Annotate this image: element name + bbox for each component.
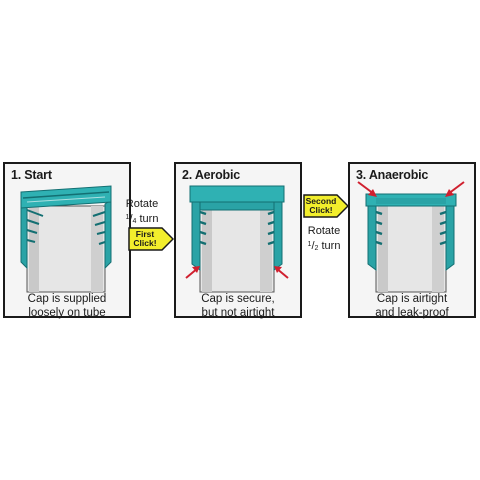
red-arrow-icon [357, 181, 377, 197]
first-click-arrow: First Click! [128, 226, 174, 252]
panel-anaerobic: 3. Anaerobic Cap is airtight and leak-pr… [348, 162, 476, 320]
arrow-right-icon [128, 227, 174, 251]
red-arrow-icon [274, 266, 289, 279]
panel-caption: Cap is supplied loosely on tube [5, 292, 129, 320]
arrow-right-icon [303, 194, 349, 218]
panel-caption: Cap is airtight and leak-proof [350, 292, 474, 320]
caption-line: Cap is secure, [201, 293, 275, 305]
tube-cap-anaerobic-illustration [357, 181, 465, 293]
rotate-instruction: Rotate 1/2 turn [307, 225, 341, 252]
red-arrow-icon [185, 266, 200, 279]
tube-cap-loose-illustration [20, 185, 112, 293]
red-arrow-icon [445, 181, 465, 197]
panel-title: 1. Start [11, 168, 52, 182]
second-click-arrow: Second Click! [303, 193, 349, 219]
panel-title: 2. Aerobic [182, 168, 240, 182]
panel-start: 1. Start Cap is supplied loosely on tube [3, 162, 131, 320]
tube-cap-aerobic-illustration [185, 185, 289, 293]
caption-line: and leak-proof [375, 307, 449, 319]
click-label: Second Click! [305, 196, 337, 215]
panel-title: 3. Anaerobic [356, 168, 429, 182]
panel-caption: Cap is secure, but not airtight [176, 292, 300, 320]
caption-line: loosely on tube [28, 307, 106, 319]
caption-line: Cap is airtight [376, 293, 448, 305]
click-label: First Click! [133, 229, 157, 248]
caption-line: Cap is supplied [27, 293, 107, 305]
panel-aerobic: 2. Aerobic Cap is secure, but not airtig… [174, 162, 302, 320]
rotate-instruction: Rotate 1/4 turn [125, 198, 159, 225]
caption-line: but not airtight [201, 307, 275, 319]
